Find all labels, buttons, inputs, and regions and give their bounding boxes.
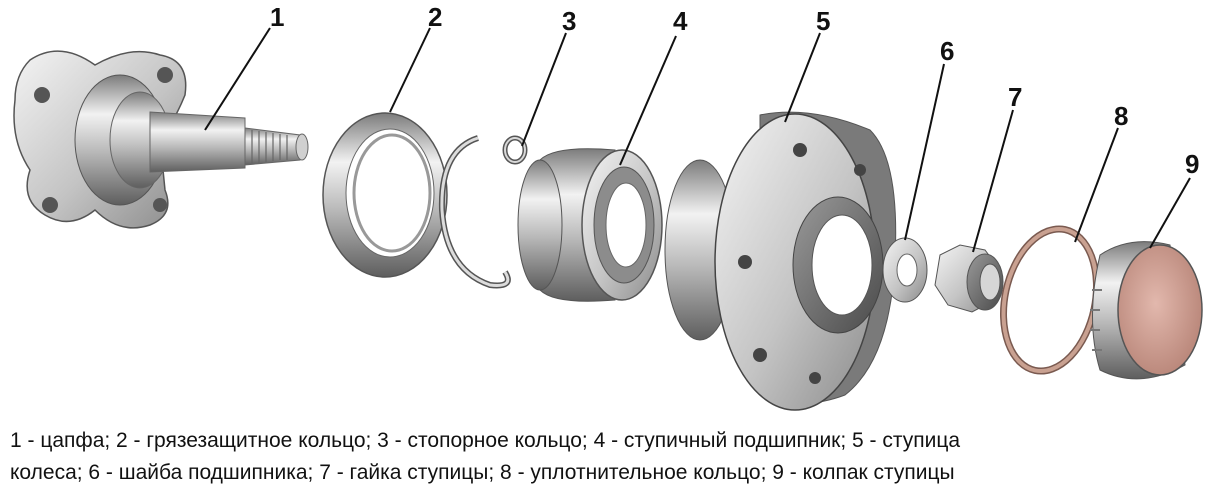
part-7-hub-nut xyxy=(934,244,1004,313)
part-3-retaining-ring xyxy=(438,135,528,289)
part-6-bearing-washer xyxy=(882,237,928,303)
part-4-hub-bearing xyxy=(517,148,663,302)
part-9-hub-cap xyxy=(1090,241,1203,380)
leader-lines xyxy=(204,27,1191,253)
caption-line-2: колеса; 6 - шайба подшипника; 7 - гайка … xyxy=(10,461,955,484)
label-5: 5 xyxy=(816,6,830,36)
label-9: 9 xyxy=(1185,149,1199,179)
part-8-seal-ring xyxy=(1000,225,1100,375)
label-8: 8 xyxy=(1114,101,1128,131)
label-6: 6 xyxy=(940,36,954,66)
parts-caption: 1 - цапфа; 2 - грязезащитное кольцо; 3 -… xyxy=(10,425,1215,489)
label-1: 1 xyxy=(270,2,284,32)
part-1-trunnion xyxy=(13,50,309,229)
label-2: 2 xyxy=(428,2,442,32)
part-2-dust-ring xyxy=(322,112,448,278)
label-3: 3 xyxy=(562,6,576,36)
hub-assembly-diagram: 1 2 3 4 5 6 7 8 9 xyxy=(13,2,1203,411)
label-4: 4 xyxy=(673,6,688,36)
caption-line-1: 1 - цапфа; 2 - грязезащитное кольцо; 3 -… xyxy=(10,429,961,452)
part-5-wheel-hub xyxy=(664,111,897,411)
label-7: 7 xyxy=(1008,82,1022,112)
